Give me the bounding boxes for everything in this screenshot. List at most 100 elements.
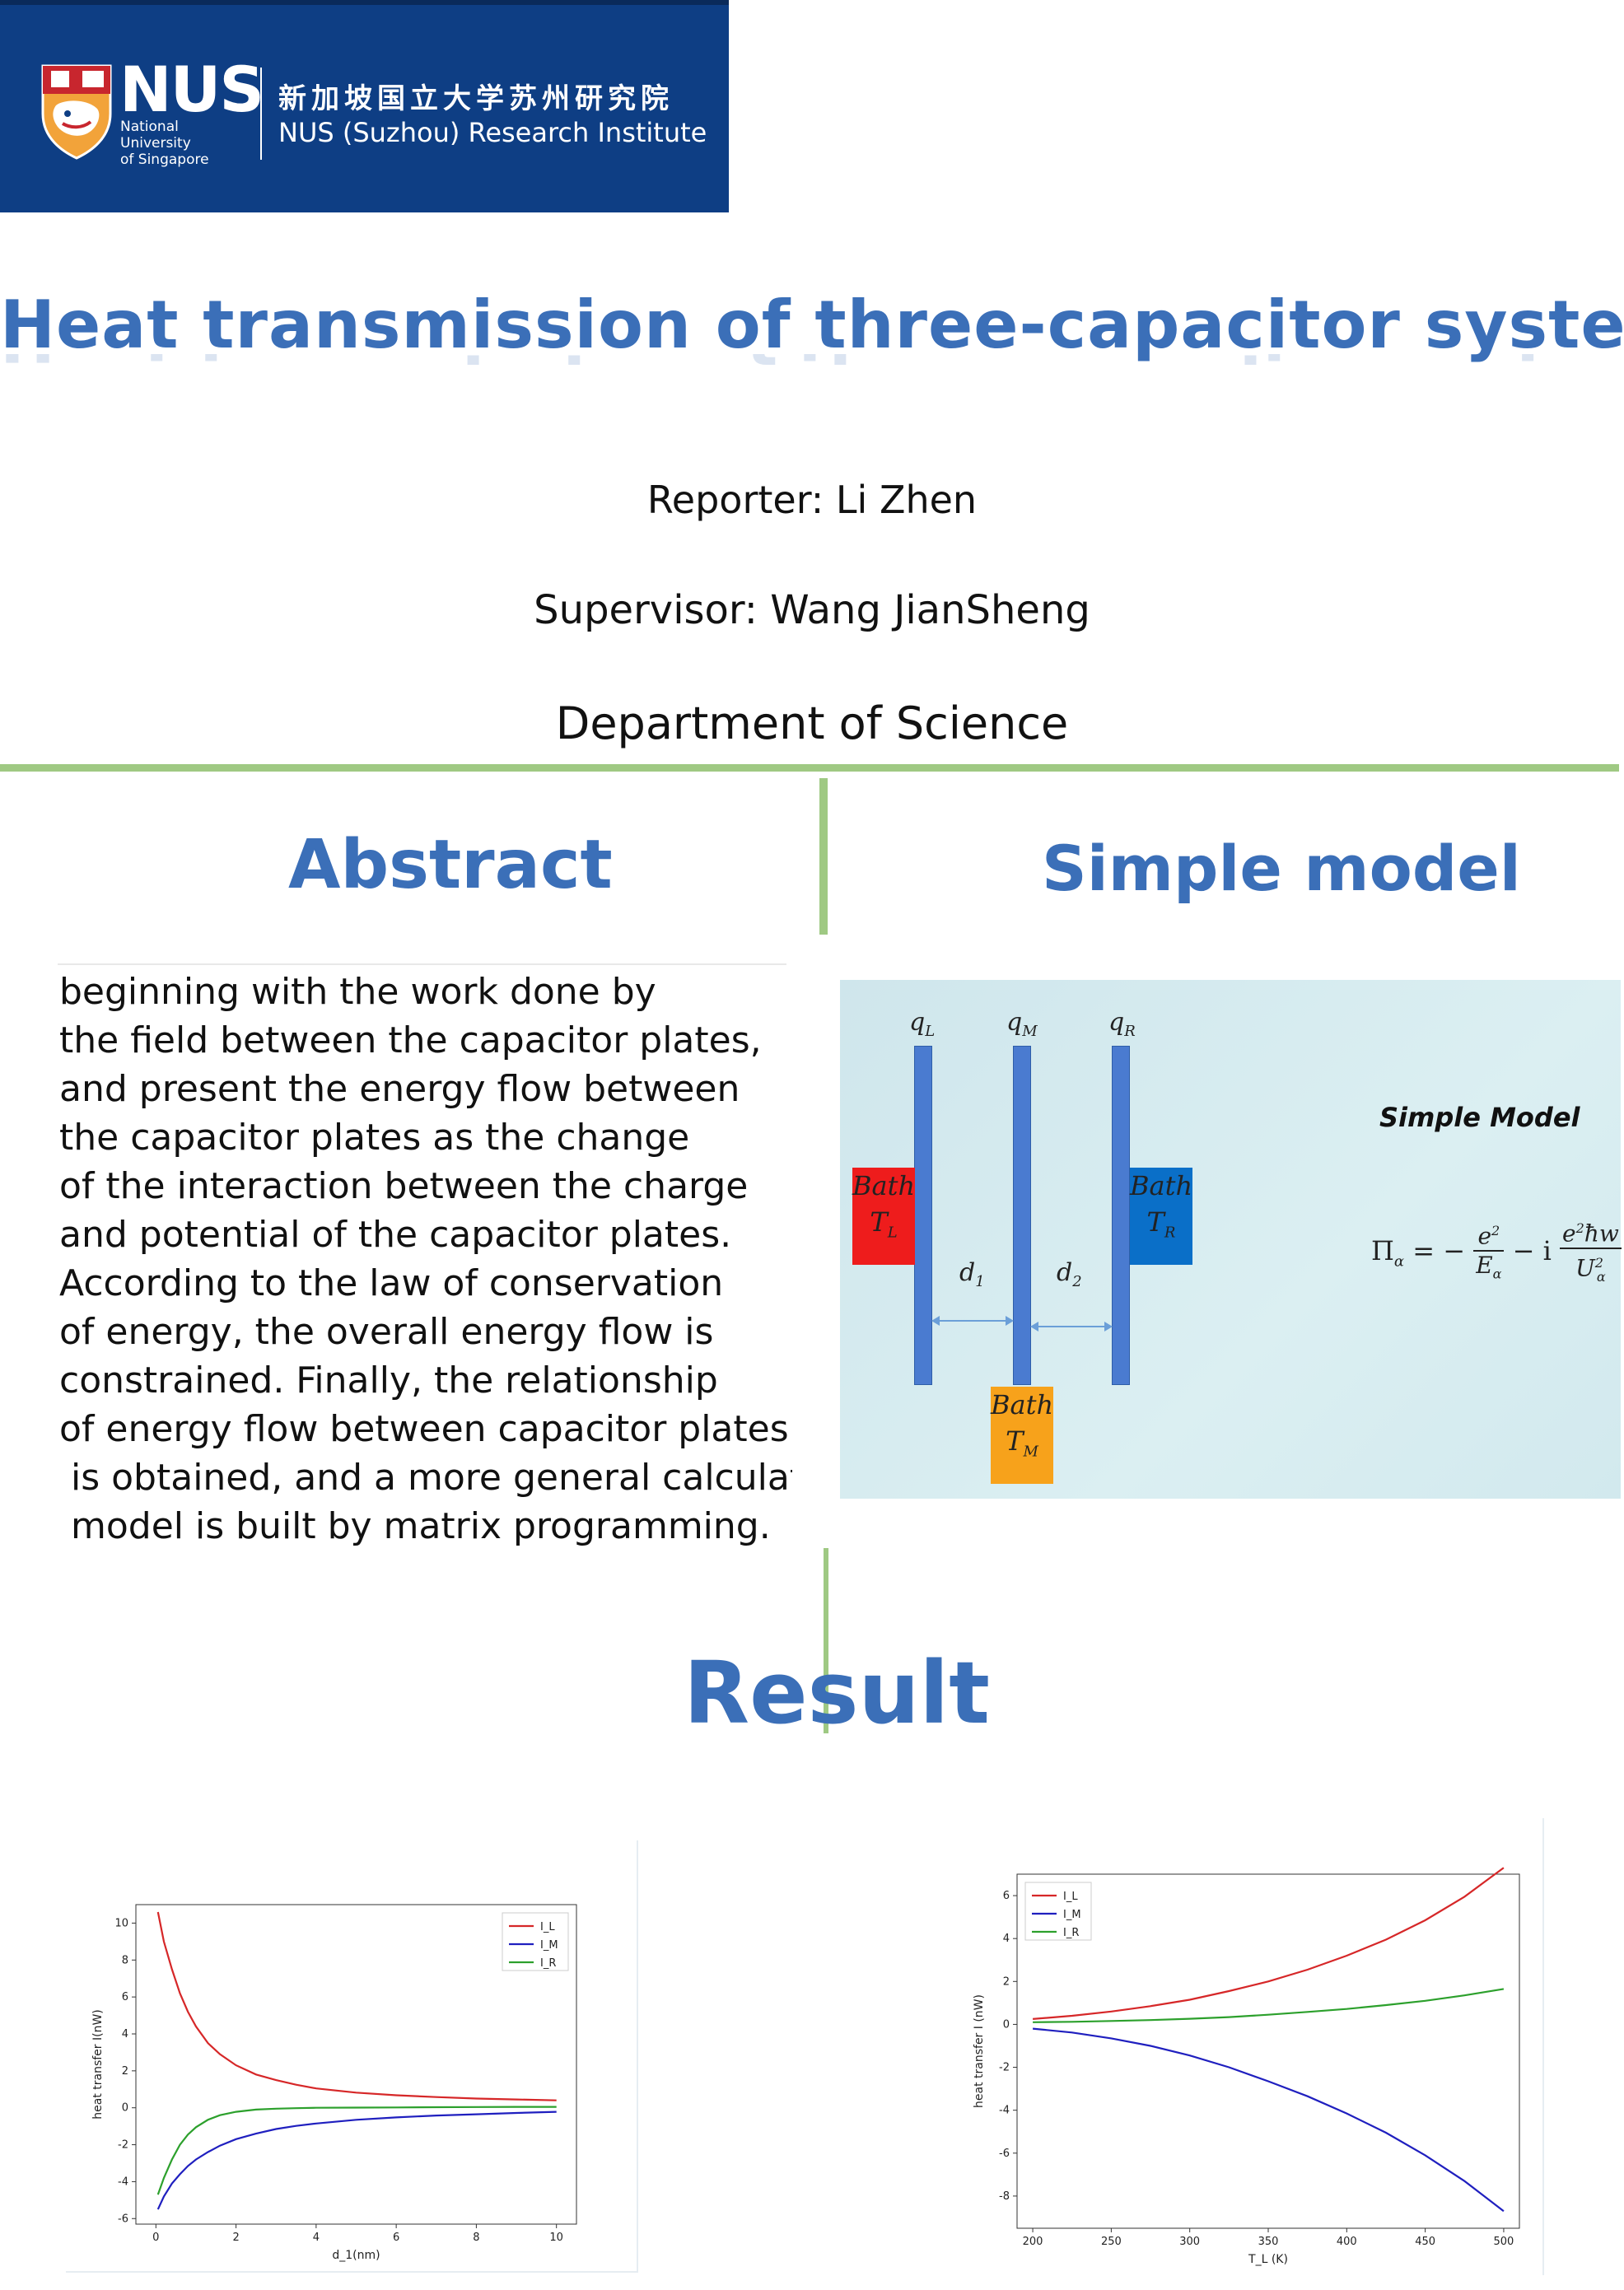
y-axis-label: heat transfer I(nW) [91,2009,105,2120]
abstract-heading: Abstract [288,826,613,904]
y-tick-label: -6 [999,2148,1010,2160]
result-heading: Result [684,1643,990,1743]
abstract-line: According to the law of conservation [59,1262,724,1304]
nus-crest-icon [41,64,112,160]
series-line-i_r [156,2106,557,2195]
legend-label: I_L [1063,1891,1078,1903]
legend-label: I_M [540,1939,558,1952]
plate-label-left: qL [909,1008,936,1040]
abstract-line: and present the energy flow between [59,1068,740,1110]
formula-fraction-1: e2 Eα [1473,1217,1505,1289]
y-tick-label: -2 [999,2062,1010,2074]
abstract-line: constrained. Finally, the relationship [59,1360,718,1402]
abstract-line: of energy, the overall energy flow is [59,1311,714,1353]
bath-left: Bath TL [852,1168,915,1265]
plot-frame [1016,1873,1520,2229]
abstract-line: is obtained, and a more general calculat… [71,1457,792,1499]
chart-1-svg: 0 2 4 6 8 10 -6 -4 -2 0 2 4 6 8 10 d_1(nm) heat transfer… [91,1904,577,2262]
x-axis-label: d_1(nm) [332,2249,380,2262]
banner-divider [260,68,262,160]
simple-model-heading: Simple model [1042,832,1521,905]
x-tick-label: 2 [232,2232,239,2244]
gap-label-d2: d2 [1057,1258,1082,1290]
nus-logo-word: NUS [119,53,264,126]
y-tick-label: 4 [1003,1933,1010,1945]
x-tick-label: 0 [152,2232,159,2244]
capacitor-plate-middle [1013,1046,1031,1385]
x-tick-label: 4 [313,2232,320,2244]
supervisor-line: Supervisor: Wang JianSheng [534,587,1090,633]
capacitor-plate-left [914,1046,932,1385]
x-axis-label: T_L (K) [1248,2253,1288,2266]
abstract-line: the capacitor plates as the change [59,1117,690,1159]
y-tick-label: 0 [122,2102,128,2115]
x-tick-label: 350 [1258,2236,1279,2248]
gap-arrow-d1 [931,1316,1014,1326]
department-line: Department of Science [555,697,1069,749]
abstract-rule [58,963,786,965]
y-tick-label: 4 [122,2028,128,2040]
simple-model-caption: Simple Model [1379,1102,1580,1133]
nus-subtitle-line-1: National University [120,119,191,152]
series-line-i_m [156,2110,557,2210]
y-tick-label: 6 [122,1991,128,2003]
series-line-i_l [156,1911,557,2101]
abstract-line: of energy flow between capacitor plates [59,1408,789,1450]
x-tick-label: 250 [1101,2236,1122,2248]
gap-label-d1: d1 [959,1258,985,1290]
gap-arrow-d2 [1030,1322,1113,1332]
abstract-line: of the interaction between the charge [59,1165,749,1207]
energy-formula: Πα = − e2 Eα − i e2ħw U2α [1371,1215,1622,1291]
poster-title: Heat transmission of three-capacitor sys… [0,287,1624,363]
y-tick-label: 2 [1003,1975,1010,1988]
bath-middle: Bath TM [991,1387,1053,1484]
bath-right: Bath TR [1130,1168,1192,1265]
legend-label: I_M [1063,1909,1081,1921]
x-tick-label: 400 [1337,2236,1357,2248]
abstract-line: beginning with the work done by [59,971,656,1013]
section-divider-vertical-top [819,778,828,935]
y-tick-label: 0 [1003,2018,1010,2031]
y-tick-label: -6 [118,2213,128,2225]
series-line-i_l [1033,1867,1505,2020]
x-tick-label: 500 [1494,2236,1514,2248]
legend-box [1024,1882,1092,1941]
nus-logo-subtitle: National University of Singapore [120,119,252,168]
y-tick-label: -4 [999,2105,1010,2117]
x-tick-label: 450 [1415,2236,1435,2248]
y-tick-label: 10 [114,1917,128,1929]
nus-subtitle-line-2: of Singapore [120,152,209,168]
y-tick-label: 2 [122,2065,128,2078]
section-divider-horizontal [0,764,1619,772]
x-tick-label: 10 [549,2232,563,2244]
simple-model-diagram: qL qM qR Bath TL Bath TR Bath TM d1 d2 S… [840,980,1622,1499]
legend-label: I_R [1063,1927,1079,1939]
legend-label: I_R [540,1957,556,1970]
plate-label-middle: qM [1006,1008,1038,1040]
reporter-line: Reporter: Li Zhen [646,478,978,522]
abstract-line: model is built by matrix programming. [71,1505,771,1547]
y-tick-label: -2 [118,2139,128,2152]
capacitor-plate-right [1112,1046,1130,1385]
y-axis-label: heat transfer I (nW) [973,1994,986,2108]
y-tick-label: 6 [1003,1890,1010,1902]
y-tick-label: -4 [118,2176,128,2188]
formula-fraction-2: e2ħw U2α [1560,1215,1622,1291]
y-tick-label: -8 [999,2190,1010,2203]
legend-label: I_L [540,1921,555,1933]
chart-heat-vs-distance: 0 2 4 6 8 10 -6 -4 -2 0 2 4 6 8 10 d_1(nm) heat transfer… [66,1840,638,2273]
section-divider-vertical-bottom [824,1548,828,1733]
legend-box [502,1912,569,1971]
y-tick-label: 8 [122,1954,128,1966]
x-tick-label: 8 [473,2232,479,2244]
abstract-line: the field between the capacitor plates, [59,1019,762,1061]
institute-name-english: NUS (Suzhou) Research Institute [278,117,707,148]
plot-frame [135,1904,577,2225]
x-tick-label: 6 [393,2232,399,2244]
abstract-text: beginning with the work done by the fiel… [59,968,792,1551]
x-tick-label: 300 [1179,2236,1200,2248]
header-banner: NUS National University of Singapore 新加坡… [0,0,729,212]
series-line-i_r [1033,1988,1505,2023]
